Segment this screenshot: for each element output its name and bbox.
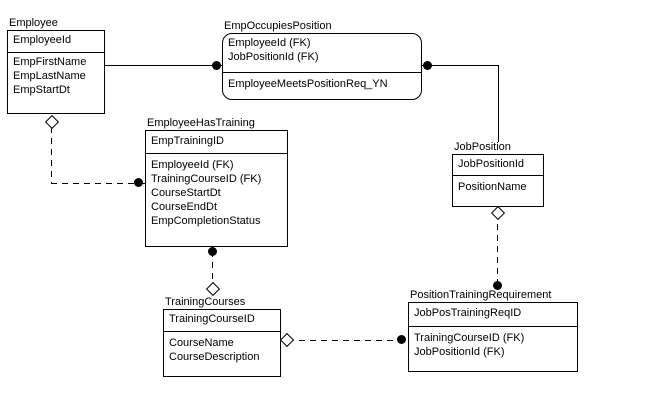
- rel-jobposition-positiontrainingrequirement-line[interactable]: [497, 213, 498, 282]
- entity-empoccupiesposition-box[interactable]: EmployeeId (FK) JobPositionId (FK) Emplo…: [222, 33, 424, 102]
- entity-jobposition[interactable]: JobPosition JobPositionId PositionName: [452, 140, 546, 209]
- rel-jobposition-empoccupiesposition-line-h[interactable]: [421, 65, 499, 66]
- employeehastraining-attribute: CourseEndDt: [151, 201, 218, 213]
- rel-employee-optional-diamond: [44, 114, 60, 130]
- entity-positiontrainingrequirement-name: PositionTrainingRequirement: [410, 289, 552, 301]
- rel-jobposition-empoccupiesposition-line-v[interactable]: [498, 65, 499, 142]
- entity-positiontrainingrequirement[interactable]: PositionTrainingRequirement JobPosTraini…: [408, 288, 580, 374]
- rel-empoccupiesposition-cardinality-dot2: [423, 61, 432, 70]
- entity-empoccupiesposition-name: EmpOccupiesPosition: [224, 20, 332, 32]
- entity-employee[interactable]: Employee EmployeeId EmpFirstName EmpLast…: [7, 16, 107, 116]
- rel-employeehastraining-cardinality-dot: [134, 178, 143, 187]
- entity-empoccupiesposition[interactable]: EmpOccupiesPosition EmployeeId (FK) JobP…: [222, 19, 424, 102]
- rel-employeehastraining-cardinality-dot2: [208, 247, 217, 256]
- employeehastraining-attribute: CourseStartDt: [151, 187, 221, 199]
- entity-employeehastraining[interactable]: EmployeeHasTraining EmpTrainingID Employ…: [145, 116, 290, 249]
- rel-employee-employeehastraining-line-h[interactable]: [51, 183, 145, 184]
- trainingcourses-attribute: CourseName: [169, 337, 234, 349]
- entity-positiontrainingrequirement-box[interactable]: JobPosTrainingReqID TrainingCourseID (FK…: [408, 302, 580, 374]
- jobposition-attribute: PositionName: [458, 181, 527, 193]
- entity-trainingcourses-box[interactable]: TrainingCourseID CourseName CourseDescri…: [163, 309, 283, 379]
- rel-trainingcourses-employeehastraining-line[interactable]: [212, 251, 213, 284]
- employeehastraining-attribute: TrainingCourseID (FK): [151, 173, 262, 185]
- rel-trainingcourses-optional-diamond: [205, 281, 221, 297]
- rel-trainingcourses-positiontrainingrequirement-line[interactable]: [288, 340, 397, 341]
- employeehastraining-key-attribute: EmpTrainingID: [151, 135, 224, 147]
- empoccupiesposition-key-attribute: EmployeeId (FK): [228, 37, 311, 49]
- employeehastraining-attribute: EmployeeId (FK): [151, 159, 234, 171]
- entity-employeehastraining-name: EmployeeHasTraining: [147, 117, 255, 129]
- entity-employee-box[interactable]: EmployeeId EmpFirstName EmpLastName EmpS…: [7, 30, 107, 116]
- empoccupiesposition-key-attribute: JobPositionId (FK): [228, 51, 319, 63]
- trainingcourses-attribute: CourseDescription: [169, 351, 260, 363]
- entity-jobposition-name: JobPosition: [454, 141, 511, 153]
- entity-employee-name: Employee: [9, 17, 58, 29]
- employee-attribute: EmpStartDt: [13, 84, 70, 96]
- rel-positiontrainingrequirement-cardinality-dot: [493, 281, 502, 290]
- rel-empoccupiesposition-cardinality-dot: [212, 61, 221, 70]
- empoccupiesposition-attribute: EmployeeMeetsPositionReq_YN: [228, 78, 388, 90]
- employee-attribute: EmpFirstName: [13, 56, 87, 68]
- positiontrainingrequirement-attribute: TrainingCourseID (FK): [414, 332, 525, 344]
- rel-employee-empoccupiesposition-line[interactable]: [104, 65, 222, 66]
- employee-attribute: EmpLastName: [13, 70, 86, 82]
- jobposition-key-attribute: JobPositionId: [458, 158, 525, 170]
- positiontrainingrequirement-key-attribute: JobPosTrainingReqID: [414, 307, 522, 319]
- trainingcourses-key-attribute: TrainingCourseID: [169, 313, 255, 325]
- employee-key-attribute: EmployeeId: [13, 34, 72, 46]
- employeehastraining-attribute: EmpCompletionStatus: [151, 215, 261, 227]
- positiontrainingrequirement-attribute: JobPositionId (FK): [414, 346, 505, 358]
- entity-trainingcourses[interactable]: TrainingCourses TrainingCourseID CourseN…: [163, 295, 283, 379]
- rel-employee-employeehastraining-line-v[interactable]: [51, 127, 52, 183]
- rel-positiontrainingrequirement-cardinality-dot2: [397, 335, 406, 344]
- rel-jobposition-optional-diamond: [490, 205, 506, 221]
- entity-trainingcourses-name: TrainingCourses: [165, 296, 246, 308]
- entity-employeehastraining-box[interactable]: EmpTrainingID EmployeeId (FK) TrainingCo…: [145, 130, 290, 249]
- entity-jobposition-box[interactable]: JobPositionId PositionName: [452, 154, 546, 209]
- rel-trainingcourses-optional-diamond2: [279, 332, 295, 348]
